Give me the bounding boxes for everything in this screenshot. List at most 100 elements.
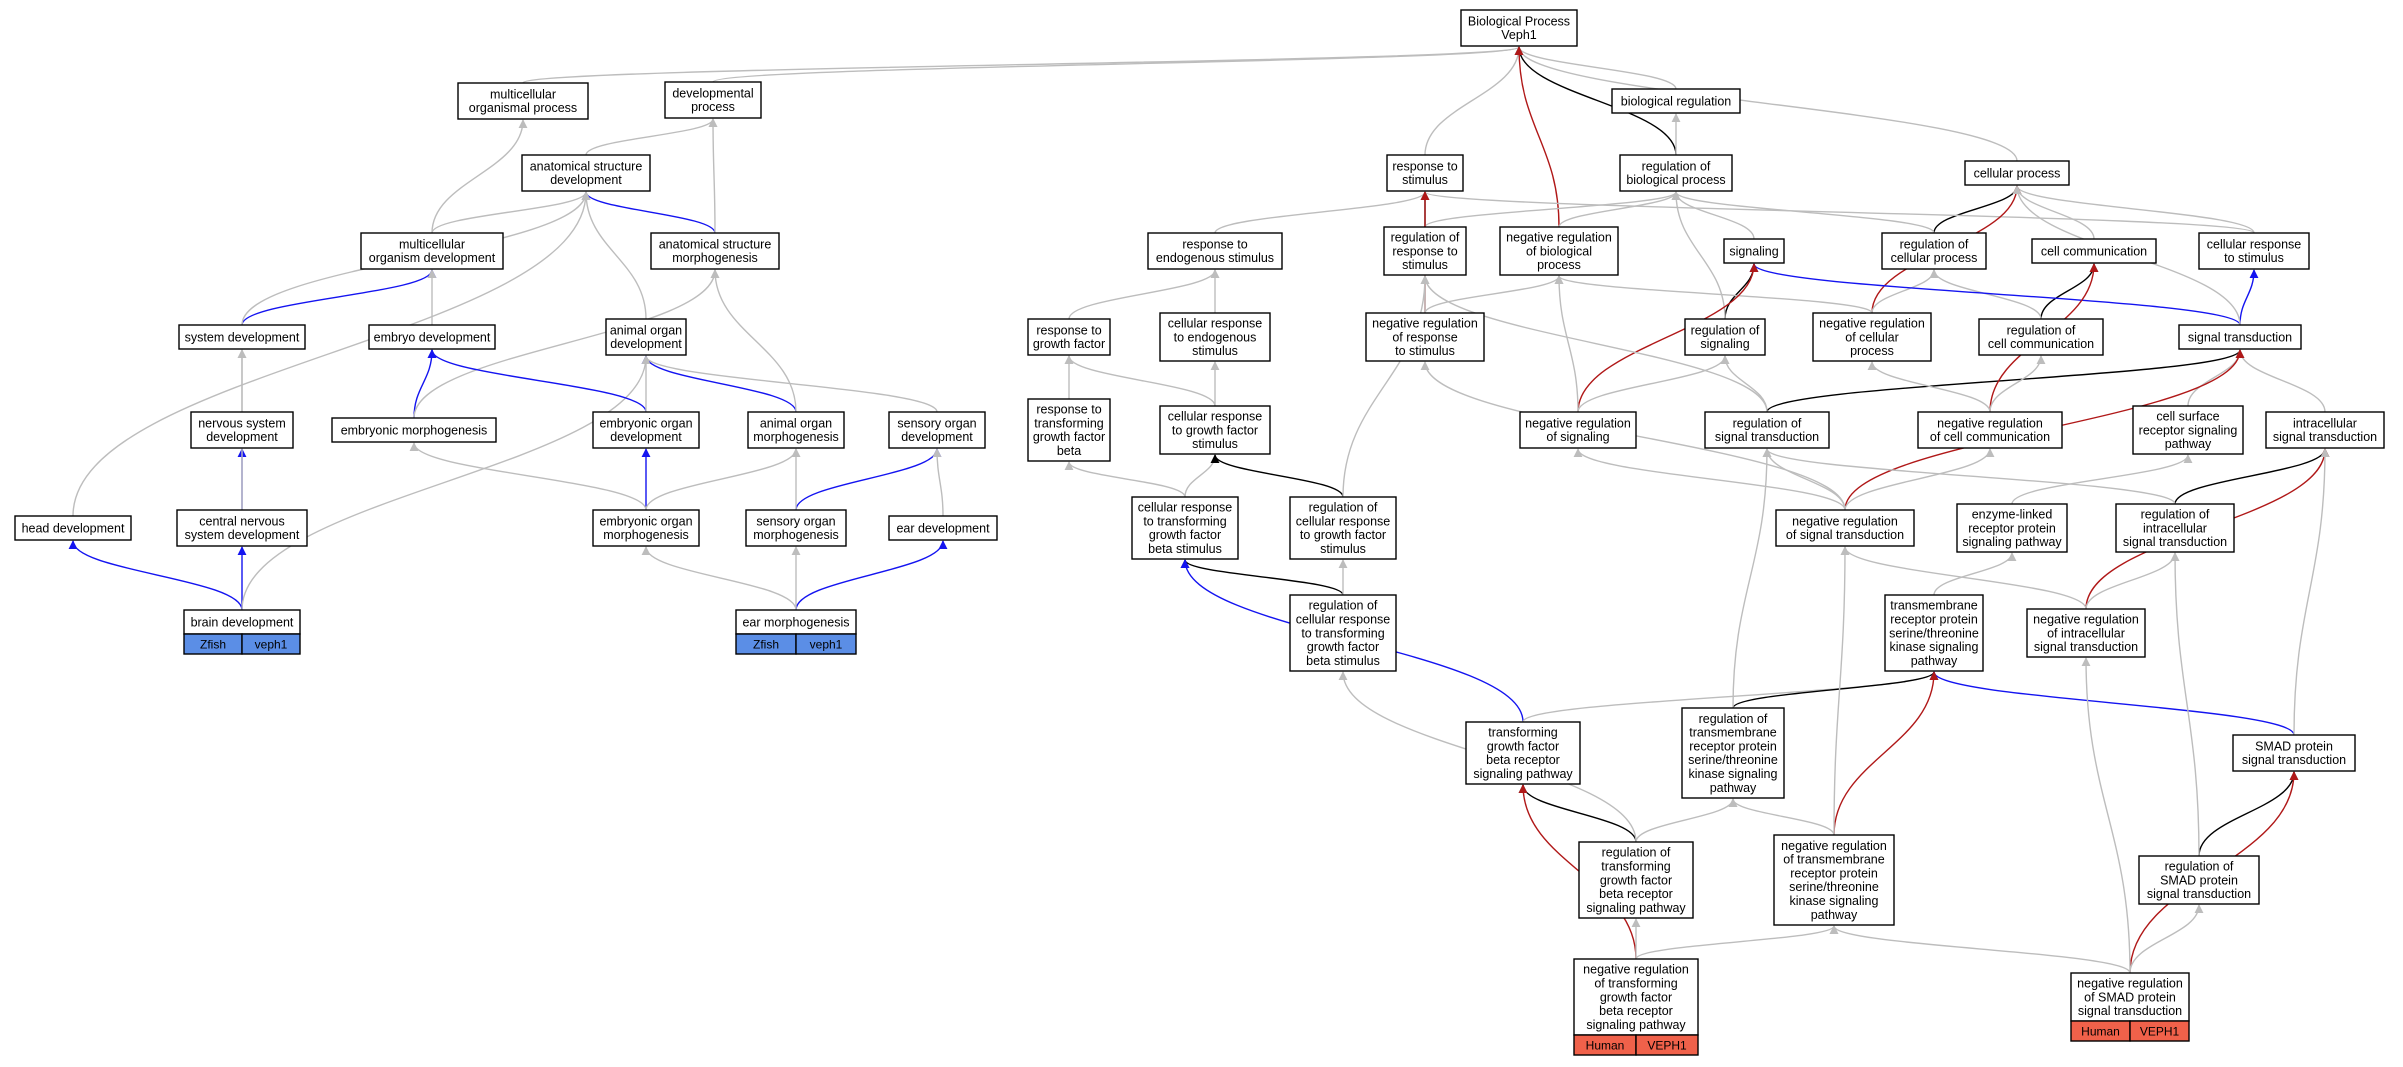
term-label-line: multicellular — [399, 237, 465, 251]
term-label-line: embryonic organ — [599, 416, 692, 430]
term-node-embryo-development[interactable]: embryo development — [368, 324, 496, 350]
term-box — [190, 411, 294, 449]
term-label-line: cell communication — [2041, 244, 2147, 258]
edge-is-a — [1554, 275, 1873, 314]
term-node-head-development[interactable]: head development — [14, 515, 132, 541]
term-node-ear-morphogenesis[interactable]: ear morphogenesis — [735, 609, 857, 635]
term-box — [360, 232, 504, 270]
gene-cell — [2129, 1020, 2190, 1042]
term-node-cellular-process[interactable]: cellular process — [1964, 160, 2070, 186]
term-label-line: receptor protein — [1890, 613, 1978, 627]
term-box — [368, 324, 496, 350]
term-node-signaling[interactable]: signaling — [1723, 238, 1785, 264]
edge-is-a — [2011, 454, 2193, 505]
edge-is-a — [1829, 925, 2131, 974]
edge-is-a — [1214, 191, 1430, 234]
term-label-line: sensory organ — [897, 416, 976, 430]
term-label-line: nervous system — [198, 416, 286, 430]
term-label-line: signaling pathway — [1473, 767, 1573, 781]
term-label-line: anatomical structure — [530, 159, 643, 173]
term-node-biological-regulation[interactable]: biological regulation — [1611, 88, 1741, 114]
term-label-line: of cell communication — [1930, 430, 2050, 444]
term-box — [1812, 312, 1932, 362]
term-label-line: negative regulation — [1506, 231, 1612, 245]
edge-is-a — [2081, 657, 2131, 974]
term-node-signal-transduction[interactable]: signal transduction — [2178, 324, 2302, 350]
term-label-line: negative regulation — [1819, 317, 1925, 331]
term-label-line: negative regulation — [1525, 416, 1631, 430]
term-node-system-development[interactable]: system development — [178, 324, 306, 350]
edge-is-a — [1728, 798, 1835, 836]
term-box — [1775, 509, 1915, 547]
term-label-line: negative regulation — [1781, 839, 1887, 853]
term-box — [605, 318, 687, 356]
term-label-line: animal organ — [760, 416, 832, 430]
term-node-ear-development[interactable]: ear development — [888, 515, 998, 541]
term-label-line: negative regulation — [1937, 416, 2043, 430]
edge-part-of — [1210, 454, 1344, 498]
term-box — [1611, 88, 1741, 114]
term-node-brain-development[interactable]: brain development — [183, 609, 301, 635]
term-label-line: morphogenesis — [753, 430, 838, 444]
term-node-cell-communication[interactable]: cell communication — [2031, 238, 2157, 264]
term-label-line: signaling — [1729, 244, 1778, 258]
term-label-line: system development — [185, 330, 300, 344]
term-label-line: signal transduction — [1715, 430, 1819, 444]
edge-is-a — [522, 46, 1523, 84]
term-box — [457, 82, 589, 120]
term-box — [1773, 834, 1895, 926]
term-node-embryonic-morphogenesis[interactable]: embryonic morphogenesis — [331, 417, 497, 443]
